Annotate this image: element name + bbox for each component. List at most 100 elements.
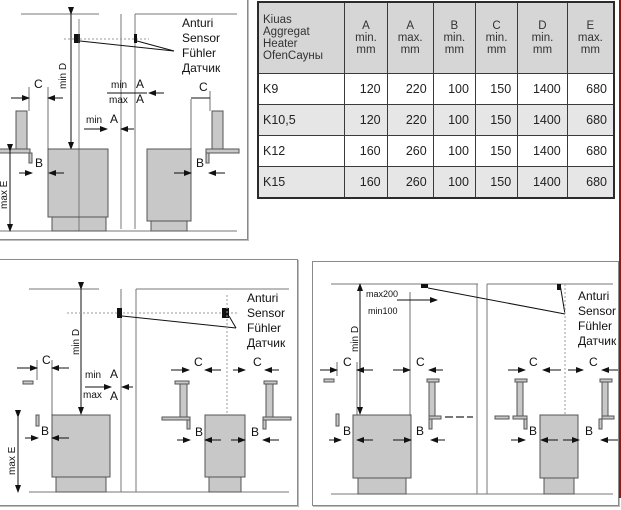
min100-label: min100 bbox=[368, 306, 398, 316]
value-cell: 1400 bbox=[517, 104, 568, 136]
model-cell: K10,5 bbox=[257, 104, 346, 136]
svg-text:C: C bbox=[42, 353, 51, 367]
diagram-bottom-right: max200 min100 Anturi Sensor Fühler Датчи… bbox=[320, 283, 618, 495]
max-e-label: max E bbox=[0, 180, 10, 209]
model-cell: K12 bbox=[257, 135, 346, 167]
page-edge bbox=[619, 0, 621, 498]
svg-text:Fühler: Fühler bbox=[247, 321, 281, 335]
svg-text:Sensor: Sensor bbox=[578, 304, 616, 318]
sensor-marker bbox=[74, 34, 80, 43]
sensor-pointer bbox=[79, 40, 175, 52]
sensor-label-fuhler: Fühler bbox=[182, 46, 216, 60]
max200-label: max200 bbox=[366, 289, 398, 299]
svg-text:C: C bbox=[589, 355, 598, 369]
svg-text:max: max bbox=[83, 390, 102, 401]
value-cell: 220 bbox=[386, 104, 434, 136]
value-cell: 150 bbox=[474, 73, 519, 105]
value-cell: 150 bbox=[474, 166, 519, 199]
value-cell: 220 bbox=[386, 73, 434, 105]
model-column-header: Kiuas Aggregat Heater OfenСауны bbox=[257, 1, 346, 74]
value-cell: 1400 bbox=[517, 166, 568, 199]
diagram-panel-bottom-left: min D Anturi Sensor Fühler Датчик C B ma… bbox=[0, 259, 298, 506]
dim-b-label: B bbox=[35, 156, 43, 170]
svg-text:B: B bbox=[196, 156, 204, 170]
sensor-label-sensor: Sensor bbox=[182, 31, 220, 45]
value-cell: 1400 bbox=[517, 135, 568, 167]
table-row: K10,5 120 220 100 150 1400 680 bbox=[257, 104, 615, 136]
value-cell: 680 bbox=[566, 104, 615, 136]
svg-text:B: B bbox=[195, 425, 203, 439]
svg-text:B: B bbox=[416, 424, 424, 438]
svg-text:C: C bbox=[253, 355, 262, 369]
min-d-label: min D bbox=[58, 63, 69, 89]
svg-text:Sensor: Sensor bbox=[247, 306, 285, 320]
svg-text:B: B bbox=[41, 424, 49, 438]
table-row: K15 160 260 100 150 1400 680 bbox=[257, 166, 615, 199]
svg-text:Anturi: Anturi bbox=[578, 289, 609, 303]
svg-text:C: C bbox=[529, 355, 538, 369]
model-cell: K15 bbox=[257, 166, 346, 199]
svg-text:A: A bbox=[136, 92, 144, 106]
table-row: K9 120 220 100 150 1400 680 bbox=[257, 73, 615, 105]
svg-text:B: B bbox=[343, 424, 351, 438]
value-cell: 120 bbox=[344, 73, 388, 105]
value-cell: 100 bbox=[432, 166, 476, 199]
svg-text:A: A bbox=[110, 112, 118, 126]
table-row: K12 160 260 100 150 1400 680 bbox=[257, 135, 615, 167]
diagram-panel-top-left: min D C B max E min A min A bbox=[0, 0, 248, 240]
diagram-panel-bottom-right: max200 min100 Anturi Sensor Fühler Датчи… bbox=[312, 261, 619, 506]
svg-text:A: A bbox=[136, 77, 144, 91]
value-cell: 150 bbox=[474, 104, 519, 136]
model-cell: K9 bbox=[257, 73, 346, 105]
svg-text:A: A bbox=[110, 367, 118, 381]
svg-text:B: B bbox=[251, 425, 259, 439]
svg-text:max E: max E bbox=[7, 446, 18, 475]
value-cell: 680 bbox=[566, 73, 615, 105]
svg-text:B: B bbox=[585, 424, 593, 438]
svg-text:C: C bbox=[199, 80, 208, 94]
value-cell: 160 bbox=[344, 166, 388, 199]
svg-text:C: C bbox=[416, 355, 425, 369]
svg-text:min: min bbox=[111, 80, 127, 91]
value-cell: 160 bbox=[344, 135, 388, 167]
bench bbox=[15, 110, 28, 152]
value-cell: 260 bbox=[386, 135, 434, 167]
svg-text:min D: min D bbox=[71, 329, 82, 355]
heater-body bbox=[47, 148, 109, 218]
svg-text:Anturi: Anturi bbox=[247, 291, 278, 305]
value-cell: 680 bbox=[566, 135, 615, 167]
value-cell: 680 bbox=[566, 166, 615, 199]
value-cell: 100 bbox=[432, 135, 476, 167]
min-a-label: min bbox=[86, 115, 102, 126]
diagram-top-left: min D C B max E min A min A bbox=[0, 7, 240, 232]
value-cell: 100 bbox=[432, 73, 476, 105]
svg-text:Датчик: Датчик bbox=[578, 334, 617, 348]
sensor-marker-2 bbox=[134, 34, 137, 43]
svg-text:max: max bbox=[109, 95, 128, 106]
svg-text:Датчик: Датчик bbox=[247, 336, 286, 350]
sensor-label-anturi: Anturi bbox=[182, 16, 213, 30]
svg-text:A: A bbox=[110, 389, 118, 403]
value-cell: 260 bbox=[386, 166, 434, 199]
value-cell: 150 bbox=[474, 135, 519, 167]
svg-text:C: C bbox=[194, 355, 203, 369]
value-cell: 1400 bbox=[517, 73, 568, 105]
svg-text:min: min bbox=[85, 370, 101, 381]
svg-text:B: B bbox=[529, 424, 537, 438]
value-cell: 120 bbox=[344, 104, 388, 136]
dim-c-label: C bbox=[34, 77, 43, 91]
svg-text:min D: min D bbox=[350, 326, 361, 352]
diagram-bottom-left: min D Anturi Sensor Fühler Датчик C B ma… bbox=[7, 282, 292, 493]
value-cell: 100 bbox=[432, 104, 476, 136]
svg-text:Fühler: Fühler bbox=[578, 319, 612, 333]
sensor-label-datchik: Датчик bbox=[182, 61, 221, 75]
svg-text:C: C bbox=[343, 355, 352, 369]
